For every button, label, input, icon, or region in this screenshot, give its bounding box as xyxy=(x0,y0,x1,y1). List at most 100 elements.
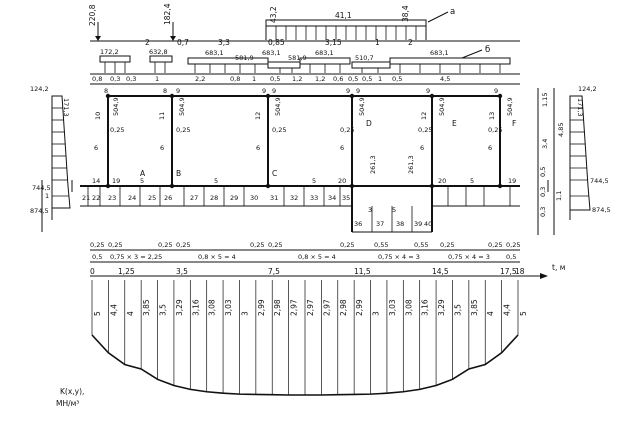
k-value-label: 2,98 xyxy=(339,299,348,316)
node-top-5: 9 xyxy=(272,87,276,95)
bdim1-5: 0,25 xyxy=(250,241,264,249)
col-small-6: 0,25 xyxy=(488,126,502,134)
dim2-11: 0,6 xyxy=(333,75,343,83)
right-pressure-bottom: 874,5 xyxy=(592,206,611,214)
k-value-label: 4,4 xyxy=(503,304,512,316)
left-pressure-top2: 171,3 xyxy=(62,98,70,117)
beam-num-11: 5 xyxy=(392,206,396,214)
rdim-4: 0,5 xyxy=(539,167,547,177)
col-small-3: 0,25 xyxy=(272,126,286,134)
el-33: 33 xyxy=(310,194,318,202)
dist-load-1: 43,2 xyxy=(269,6,278,23)
tick-5: 14,5 xyxy=(432,267,449,276)
node-top-6: 9 xyxy=(346,87,350,95)
right-dims: 1,15 3,4 4,85 0,5 0,3 1,1 0,3 xyxy=(537,88,565,235)
dim2-7: 1 xyxy=(252,75,256,83)
k-value-label: 3,29 xyxy=(175,299,184,316)
bdim2-1: 0,5 xyxy=(92,253,102,261)
el-27: 27 xyxy=(190,194,198,202)
col-small-4: 0,25 xyxy=(340,126,354,134)
beam-num-3: 5 xyxy=(140,177,144,185)
el-37: 37 xyxy=(376,220,384,228)
rdim-5: 0,3 xyxy=(539,187,547,197)
col-label-5: 13 xyxy=(488,112,496,120)
dim2-2: 0,3 xyxy=(110,75,120,83)
point-load-1: 220,8 xyxy=(88,4,97,26)
dist-load-2: 41,1 xyxy=(335,11,352,20)
node-top-1: 8 xyxy=(104,87,108,95)
k-value-label: 3,03 xyxy=(224,299,233,316)
beam-num-5: 5 xyxy=(312,177,316,185)
col-label-4: 12 xyxy=(420,112,428,120)
k-value-label: 3,03 xyxy=(388,299,397,316)
mid-label-1: 261,3 xyxy=(369,155,377,174)
bdim2-2: 0,75 × 3 = 2,25 xyxy=(110,253,162,261)
rdim-3: 4,85 xyxy=(557,123,565,137)
dim2-16: 4,5 xyxy=(440,75,450,83)
bdim1-1: 0,25 xyxy=(90,241,104,249)
k-value-label: 4 xyxy=(126,311,135,316)
dim2-13: 0,5 xyxy=(362,75,372,83)
node-top-3: 9 xyxy=(176,87,180,95)
dist2-load-7: 683,1 xyxy=(430,49,449,57)
col-six-2: 6 xyxy=(160,144,164,152)
node-top-4: 9 xyxy=(262,87,266,95)
section-A: A xyxy=(140,169,146,178)
el-25: 25 xyxy=(148,194,156,202)
bdim2-4: 0,8 × 5 = 4 xyxy=(298,253,336,261)
frame: 8 8 9 9 9 9 9 9 9 A B C D E F 10 11 12 1… xyxy=(71,87,549,233)
el-24: 24 xyxy=(128,194,136,202)
dist2-load-3: 683,1 xyxy=(262,49,281,57)
col-six-5: 6 xyxy=(420,144,424,152)
el-29: 29 xyxy=(230,194,238,202)
beam-num-10: 3 xyxy=(368,206,372,214)
section-B: B xyxy=(176,169,181,178)
dim-top-1: 2 xyxy=(145,38,150,47)
dist2-load-6: 510,7 xyxy=(355,54,374,62)
el-39: 39 xyxy=(414,220,422,228)
el-38: 38 xyxy=(396,220,404,228)
col-val-5: 504,9 xyxy=(438,97,446,116)
dim2-3: 0,3 xyxy=(126,75,136,83)
tick-3: 7,5 xyxy=(268,267,280,276)
rdim-6: 1,1 xyxy=(555,191,563,201)
bdim1-10: 0,25 xyxy=(506,241,520,249)
beam-num-9: 19 xyxy=(508,177,516,185)
right-pressure-top2: 171,3 xyxy=(576,98,584,117)
bdim1-9: 0,25 xyxy=(488,241,502,249)
k-label: K(x,y), xyxy=(60,387,84,396)
section-D: D xyxy=(366,119,372,128)
load-marker-a: a xyxy=(450,7,455,17)
tick-4: 11,5 xyxy=(354,267,371,276)
t-axis: t, м 0 1,25 3,5 7,5 11,5 14,5 17,5 18 xyxy=(90,263,565,279)
col-val-2: 504,9 xyxy=(178,97,186,116)
el-32: 32 xyxy=(290,194,298,202)
tick-1: 1,25 xyxy=(118,267,135,276)
point-load-2: 182,4 xyxy=(163,3,172,25)
k-value-label: 3,5 xyxy=(159,304,168,316)
bdim1-4: 0,25 xyxy=(176,241,190,249)
node-top-2: 8 xyxy=(163,87,167,95)
k-value-label: 5 xyxy=(93,311,102,316)
beam-num-6: 20 xyxy=(338,177,346,185)
axis-label: t, м xyxy=(552,263,565,272)
beam-num-1: 14 xyxy=(92,177,100,185)
k-value-label: 3,85 xyxy=(142,299,151,316)
k-value-label: 3,85 xyxy=(470,299,479,316)
el-28: 28 xyxy=(210,194,218,202)
el-34: 34 xyxy=(328,194,336,202)
dim2-4: 1 xyxy=(155,75,159,83)
col-six-6: 6 xyxy=(488,144,492,152)
col-val-4: 504,9 xyxy=(358,97,366,116)
tick-6: 17,5 xyxy=(500,267,517,276)
col-small-5: 0,25 xyxy=(418,126,432,134)
k-value-label: 3,5 xyxy=(453,304,462,316)
bdim1-6: 0,25 xyxy=(268,241,282,249)
mid-label-2: 261,3 xyxy=(407,155,415,174)
rdim-2: 3,4 xyxy=(541,139,549,149)
el-36: 36 xyxy=(354,220,362,228)
k-value-label: 2,99 xyxy=(355,299,364,316)
el-35: 35 xyxy=(342,194,350,202)
left-pressure-mid: 744,5 xyxy=(32,184,51,192)
